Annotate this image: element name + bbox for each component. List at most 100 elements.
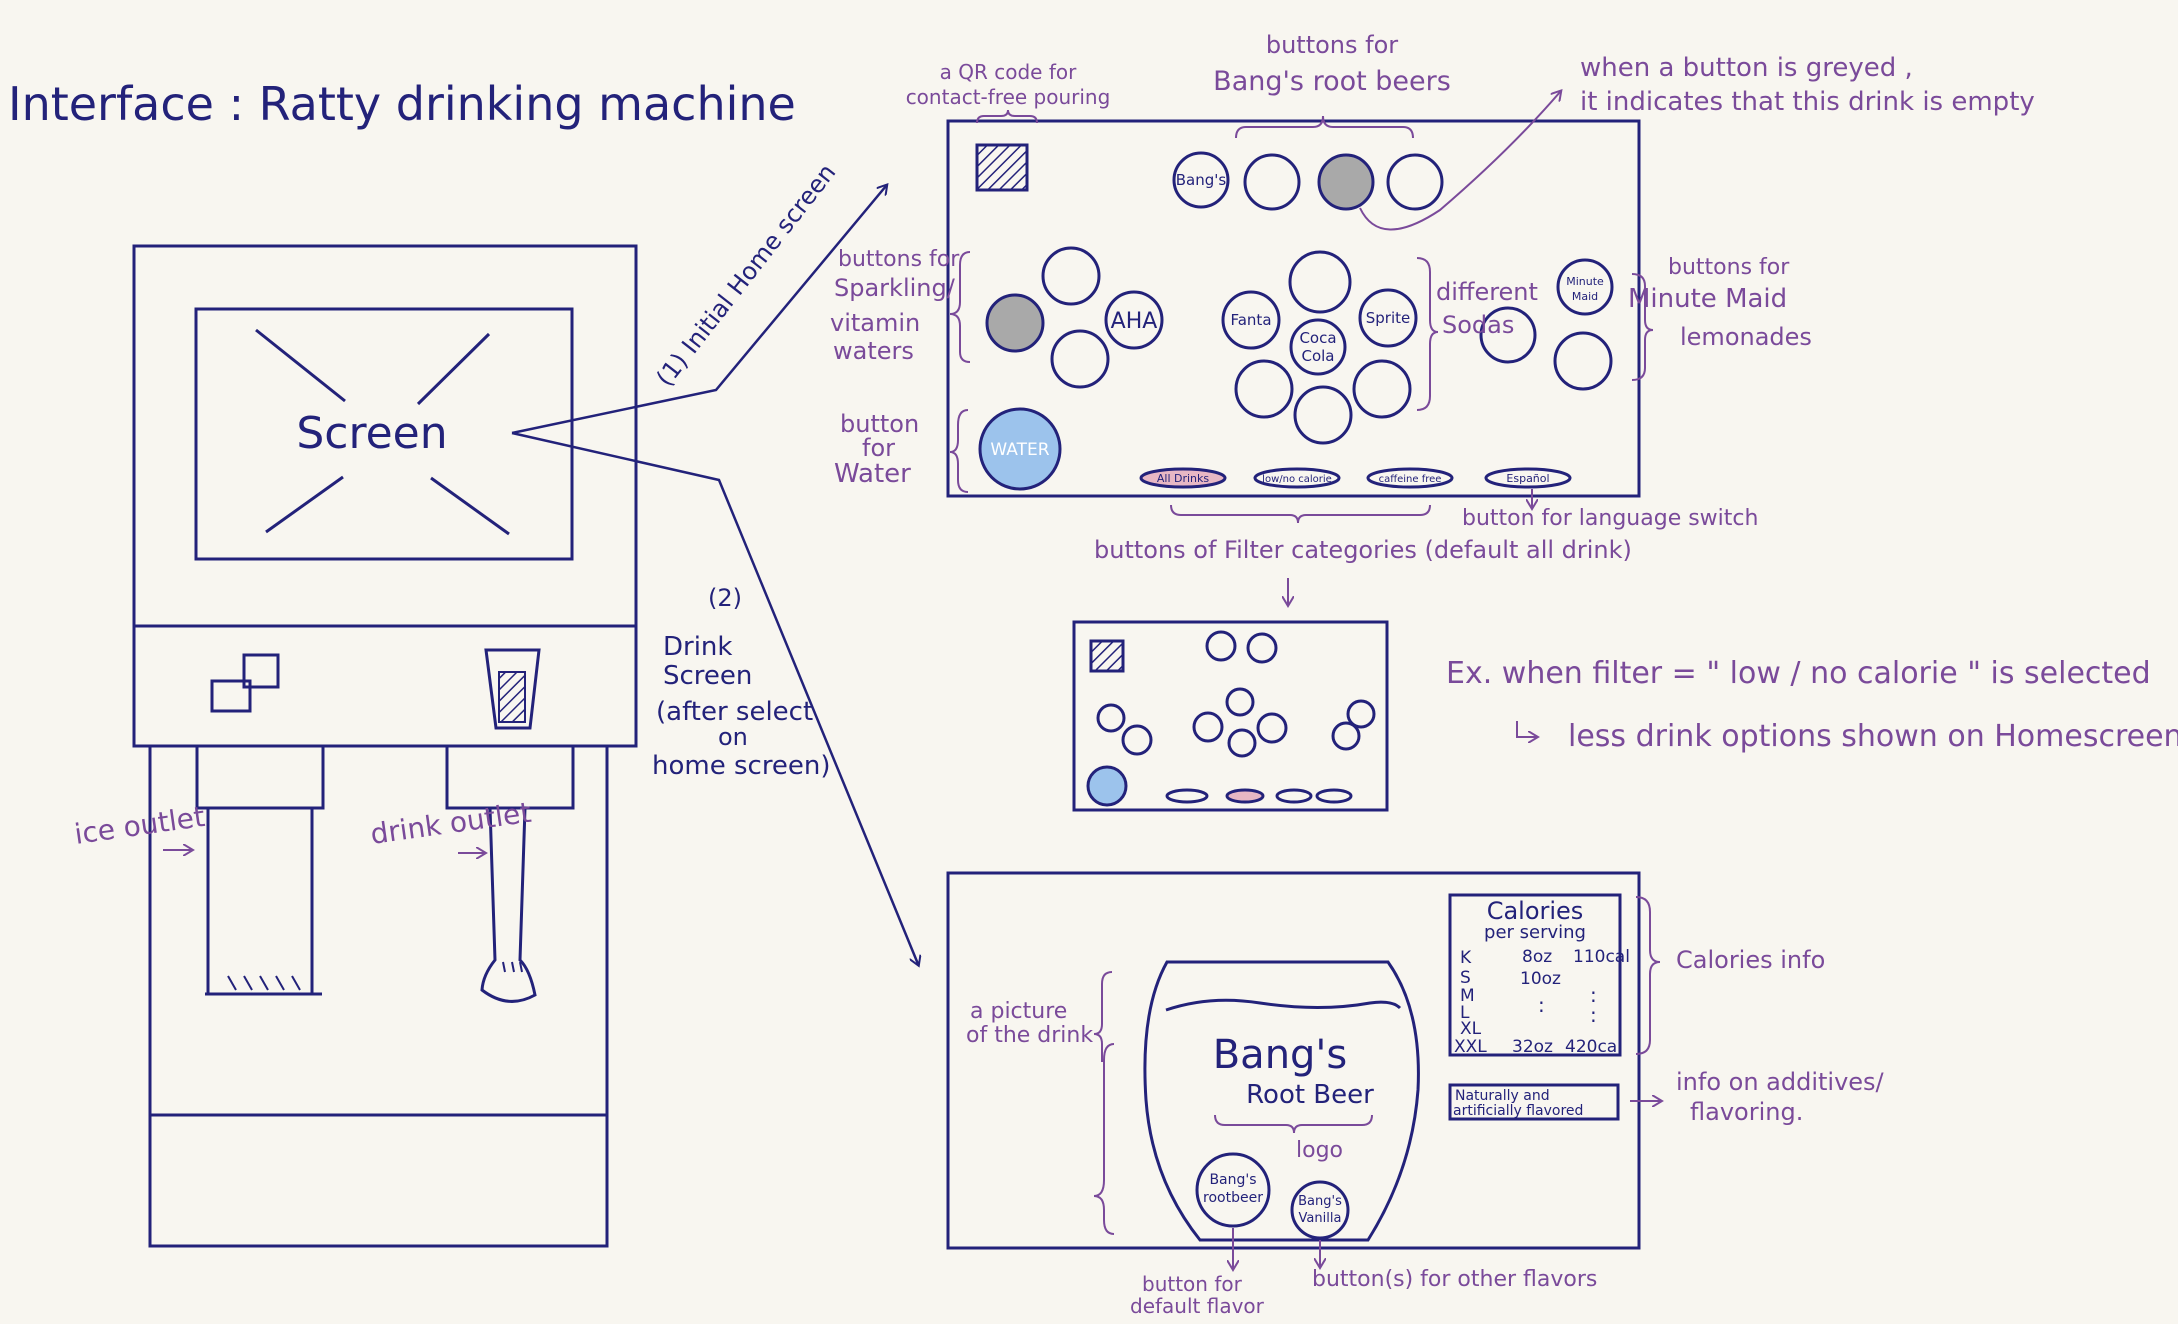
ellipsis: : <box>1590 983 1597 1007</box>
water-bracket <box>949 409 969 493</box>
bangs-flavor-button[interactable] <box>1386 153 1444 211</box>
qr-code-icon[interactable] <box>975 143 1029 192</box>
drink-flow-label: (after select <box>656 697 813 727</box>
calories-bracket <box>1635 896 1661 1055</box>
drink-outlet-head <box>445 744 575 810</box>
bangs-flavor-button[interactable] <box>1243 153 1301 211</box>
sodas-annotation: different <box>1436 278 1538 306</box>
screen-cross-line <box>265 475 344 534</box>
minute-maid-button[interactable] <box>1556 258 1614 316</box>
qr-code-icon <box>1089 639 1125 673</box>
filter-caffeine-free[interactable] <box>1366 467 1454 489</box>
drink-button <box>1256 712 1288 744</box>
fanta-button[interactable] <box>1221 290 1281 350</box>
filter-all-drinks[interactable] <box>1139 467 1227 489</box>
screen-cross-line <box>416 332 491 406</box>
size-m: M <box>1460 986 1475 1006</box>
filter-pill <box>1165 788 1209 804</box>
drink-product: Root Beer <box>1246 1080 1374 1110</box>
minute-maid-lemonade-button[interactable] <box>1553 331 1613 391</box>
water-annotation: Water <box>834 459 911 489</box>
qr-annotation: contact-free pouring <box>906 85 1111 109</box>
additives-box <box>1448 1083 1620 1121</box>
home-screen <box>946 119 1641 498</box>
drink-brand: Bang's <box>1213 1032 1348 1078</box>
size-l: L <box>1460 1003 1470 1023</box>
size-xl: XL <box>1460 1019 1482 1039</box>
k-calories: 110cal <box>1573 947 1630 967</box>
drink-button <box>1246 632 1278 664</box>
filtered-home-screen <box>1072 620 1389 812</box>
soda-button[interactable] <box>1293 385 1353 445</box>
minute-maid-annotation: buttons for <box>1668 255 1790 280</box>
coca-cola-button[interactable] <box>1289 318 1347 376</box>
screen-label: Screen <box>296 408 447 459</box>
soda-button[interactable] <box>1234 359 1294 419</box>
filter-label: All Drinks <box>1157 472 1210 485</box>
water-button-label: WATER <box>990 440 1049 460</box>
filter-low-calorie[interactable] <box>1253 467 1341 489</box>
other-flavors-annotation: button(s) for other flavors <box>1312 1267 1597 1292</box>
drink-flow-label: on <box>718 723 748 751</box>
water-button <box>1086 765 1128 807</box>
drink-outlet-drip <box>502 961 523 973</box>
drink-button <box>1205 630 1237 662</box>
sprite-button-label: Sprite <box>1366 309 1411 327</box>
drinking-machine <box>132 244 638 1248</box>
drink-picture <box>1143 960 1420 1242</box>
screen-cross-line <box>255 328 346 403</box>
drink-button <box>1331 721 1361 751</box>
water-annotation: for <box>862 434 895 462</box>
filters-bracket <box>1170 504 1431 524</box>
filter-pill-selected <box>1225 788 1265 804</box>
example-annotation: less drink options shown on Homescreen <box>1568 719 2178 754</box>
soda-button[interactable] <box>1479 306 1537 364</box>
size-s: S <box>1460 968 1471 988</box>
sodas-bracket <box>1416 257 1439 411</box>
sparkling-water-button-empty[interactable] <box>985 293 1045 353</box>
minute-maid-label: Minute <box>1566 275 1604 288</box>
aha-button[interactable] <box>1104 290 1164 350</box>
language-annotation: button for language switch <box>1462 506 1758 531</box>
sparkling-annotation: buttons for <box>838 247 960 272</box>
water-button[interactable] <box>978 407 1062 491</box>
k-ounces: 8oz <box>1522 947 1552 967</box>
fanta-button-label: Fanta <box>1230 311 1271 329</box>
drink-screen-text: Bang's Root Beer Calories per serving K … <box>1203 897 1630 1226</box>
bangs-bracket <box>1235 115 1414 139</box>
qr-bracket <box>976 109 1038 124</box>
picture-annotation: a picture <box>970 999 1067 1024</box>
home-annotations: a QR code for contact-free pouring butto… <box>830 31 2035 564</box>
xxl-calories: 420cal <box>1565 1037 1622 1057</box>
filter-pill <box>1315 788 1353 804</box>
greyed-annotation: it indicates that this drink is empty <box>1580 87 2035 117</box>
sprite-button[interactable] <box>1358 288 1418 348</box>
drink-button <box>1346 699 1376 729</box>
ellipsis: : <box>1538 993 1545 1017</box>
bangs-flavor-button-empty[interactable] <box>1317 153 1375 211</box>
vanilla-flavor-button[interactable] <box>1290 1180 1350 1240</box>
bangs-button[interactable] <box>1172 151 1230 209</box>
calories-title: Calories <box>1487 897 1584 925</box>
ice-outlet-head <box>195 744 325 810</box>
default-flavor-annotation: button for <box>1142 1272 1243 1296</box>
drink-button <box>1121 724 1153 756</box>
screen-cross-line <box>430 476 510 536</box>
drink-screen-frame <box>946 871 1641 1250</box>
drink-button <box>1225 687 1255 717</box>
soda-button[interactable] <box>1352 359 1412 419</box>
sparkling-water-button[interactable] <box>1050 329 1110 389</box>
qr-annotation: a QR code for <box>940 60 1077 84</box>
drink-outlet-label: drink outlet <box>368 796 533 851</box>
soda-button[interactable] <box>1288 250 1352 314</box>
logo-annotation: logo <box>1296 1138 1343 1163</box>
additives-text: Naturally and <box>1455 1088 1550 1104</box>
coca-cola-label: Coca <box>1299 329 1336 347</box>
filter-language-espanol[interactable] <box>1484 467 1572 489</box>
machine-body <box>148 746 609 1248</box>
default-flavor-button[interactable] <box>1195 1152 1271 1228</box>
drink-flow-label: Drink <box>663 632 732 662</box>
sparkling-water-button[interactable] <box>1041 246 1101 306</box>
picture-annotation: of the drink <box>966 1023 1093 1048</box>
coca-cola-label: Cola <box>1301 347 1334 365</box>
